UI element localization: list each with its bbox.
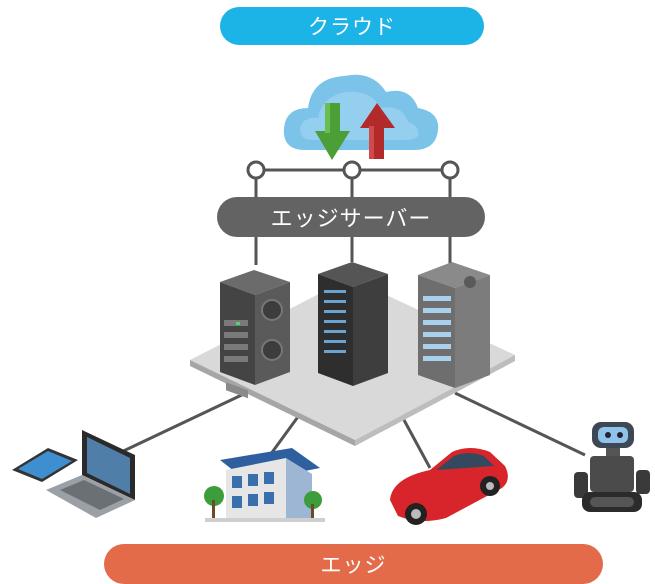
edge-server-label: エッジサーバー: [217, 197, 485, 237]
laptop-icon: [46, 430, 135, 518]
server-rack-icon: [418, 262, 490, 388]
network-connectors: [246, 160, 460, 265]
server-rack-icon: [220, 270, 290, 399]
robot-icon: [574, 422, 650, 512]
download-arrow-icon: [315, 103, 350, 160]
device-connector-lines: [114, 390, 586, 469]
tablet-icon: [12, 448, 78, 482]
house-icon: [204, 448, 325, 522]
cloud-label: クラウド: [220, 7, 484, 45]
server-rack-icon: [318, 262, 388, 386]
car-icon: [390, 448, 508, 525]
cloud-icon: [283, 74, 439, 150]
upload-arrow-icon: [360, 103, 395, 159]
edge-label: エッジ: [104, 544, 603, 584]
